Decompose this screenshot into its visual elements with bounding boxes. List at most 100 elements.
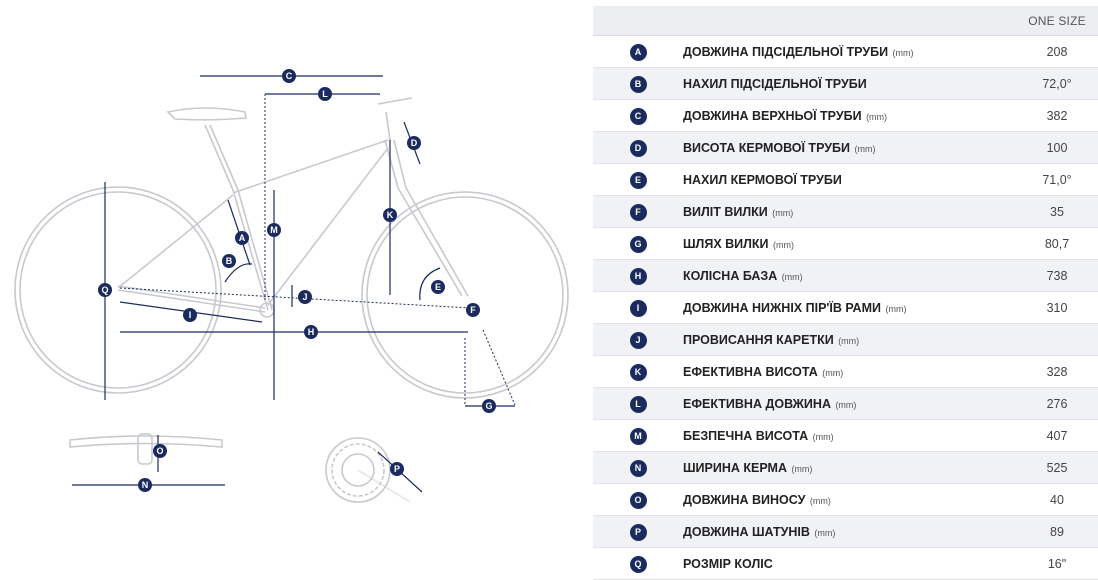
table-row: E НАХИЛ КЕРМОВОЇ ТРУБИ 71,0° [593, 163, 1098, 196]
svg-text:P: P [394, 464, 400, 474]
rear-wheel-rim [19, 191, 217, 389]
table-row: J ПРОВИСАННЯ КАРЕТКИ (mm) [593, 323, 1098, 356]
row-letter-badge: E [629, 172, 647, 189]
row-value: 310 [1046, 300, 1068, 315]
row-letter-badge: A [629, 44, 647, 61]
row-value: 328 [1046, 364, 1068, 379]
row-unit: (mm) [772, 239, 794, 250]
table-row: O ДОВЖИНА ВИНОСУ (mm) 40 [593, 483, 1098, 516]
row-unit: (mm) [812, 431, 834, 442]
row-value: 208 [1046, 44, 1068, 59]
row-unit: (mm) [854, 143, 876, 154]
row-value: 738 [1046, 268, 1068, 283]
badge-c: C [282, 69, 296, 83]
table-row: C ДОВЖИНА ВЕРХНЬОЇ ТРУБИ (mm) 382 [593, 99, 1098, 132]
svg-text:C: C [286, 71, 293, 81]
badge-p: P [390, 462, 404, 476]
saddle [166, 107, 247, 121]
row-value: 525 [1046, 460, 1068, 475]
table-row: F ВИЛІТ ВИЛКИ (mm) 35 [593, 195, 1098, 228]
row-value: 16" [1047, 556, 1067, 571]
row-letter-badge: P [629, 524, 647, 541]
size-column-header: ONE SIZE [1028, 13, 1086, 28]
badge-d: D [407, 136, 421, 150]
row-letter-badge: J [629, 332, 647, 349]
row-unit: (mm) [822, 367, 844, 378]
svg-text:O: O [156, 446, 163, 456]
svg-text:N: N [142, 480, 149, 490]
row-param-name: НАХИЛ КЕРМОВОЇ ТРУБИ [683, 172, 842, 187]
row-unit: (mm) [791, 463, 813, 474]
row-letter-badge: L [629, 396, 647, 413]
row-letter-badge: F [629, 204, 647, 221]
row-unit: (mm) [772, 207, 794, 218]
svg-text:G: G [485, 401, 492, 411]
table-row: L ЕФЕКТИВНА ДОВЖИНА (mm) 276 [593, 387, 1098, 420]
row-param-name: ШЛЯХ ВИЛКИ [683, 236, 769, 251]
row-param-name: КОЛІСНА БАЗА [683, 268, 778, 283]
row-value: 276 [1046, 396, 1068, 411]
badge-q: Q [98, 283, 112, 297]
row-param-name: ДОВЖИНА ПІДСІДЕЛЬНОЇ ТРУБИ [683, 44, 889, 59]
row-value: 100 [1046, 140, 1068, 155]
row-letter-badge: N [629, 460, 647, 477]
table-row: A ДОВЖИНА ПІДСІДЕЛЬНОЇ ТРУБИ (mm) 208 [593, 35, 1098, 68]
row-param-name: НАХИЛ ПІДСІДЕЛЬНОЇ ТРУБИ [683, 76, 867, 91]
table-row: H КОЛІСНА БАЗА (mm) 738 [593, 259, 1098, 292]
table-row: K ЕФЕКТИВНА ВИСОТА (mm) 328 [593, 355, 1098, 388]
badge-e: E [431, 280, 445, 294]
table-row: M БЕЗПЕЧНА ВИСОТА (mm) 407 [593, 419, 1098, 452]
row-param-name: ВИСОТА КЕРМОВОЇ ТРУБИ [683, 140, 850, 155]
badge-n: N [138, 478, 152, 492]
table-row: D ВИСОТА КЕРМОВОЇ ТРУБИ (mm) 100 [593, 131, 1098, 164]
svg-text:A: A [239, 233, 246, 243]
svg-text:H: H [308, 327, 315, 337]
bike-frame [117, 97, 469, 318]
row-param-name: ПРОВИСАННЯ КАРЕТКИ [683, 332, 834, 347]
row-unit: (mm) [814, 527, 836, 538]
dimension-lines [72, 75, 516, 493]
row-letter-badge: K [629, 364, 647, 381]
handlebar-detail [69, 433, 223, 465]
badge-i: I [183, 308, 197, 322]
row-letter-badge: D [629, 140, 647, 157]
table-row: B НАХИЛ ПІДСІДЕЛЬНОЇ ТРУБИ 72,0° [593, 67, 1098, 100]
row-param-name: БЕЗПЕЧНА ВИСОТА [683, 428, 809, 443]
row-letter-badge: Q [629, 556, 647, 573]
badge-k: K [383, 208, 397, 222]
row-unit: (mm) [835, 399, 857, 410]
row-unit: (mm) [838, 335, 860, 346]
row-value: 382 [1046, 108, 1068, 123]
svg-text:F: F [470, 305, 476, 315]
row-value: 40 [1050, 492, 1064, 507]
front-wheel-rim [366, 196, 564, 394]
row-value: 71,0° [1042, 172, 1072, 187]
row-param-name: ДОВЖИНА ШАТУНІВ [683, 524, 810, 539]
badge-l: L [318, 87, 332, 101]
row-param-name: ШИРИНА КЕРМА [683, 460, 787, 475]
row-unit: (mm) [781, 271, 803, 282]
svg-text:Q: Q [101, 285, 108, 295]
row-param-name: ЕФЕКТИВНА ВИСОТА [683, 364, 818, 379]
geometry-table: ONE SIZE A ДОВЖИНА ПІДСІДЕЛЬНОЇ ТРУБИ (m… [593, 6, 1098, 580]
svg-text:E: E [435, 282, 441, 292]
badge-j: J [298, 290, 312, 304]
geometry-diagram: A B C D E F G H I J K L M N O P Q [14, 69, 569, 503]
badge-f: F [466, 303, 480, 317]
row-letter-badge: O [629, 492, 647, 509]
row-param-name: ДОВЖИНА ВИНОСУ [683, 492, 806, 507]
row-value: 80,7 [1044, 236, 1070, 251]
row-param-name: ДОВЖИНА НИЖНІХ ПІР'ЇВ РАМИ [683, 300, 881, 315]
crankset-detail [325, 437, 411, 503]
badge-g: G [482, 399, 496, 413]
row-unit: (mm) [885, 303, 907, 314]
table-row: Q РОЗМІР КОЛІС 16" [593, 547, 1098, 580]
badge-h: H [304, 325, 318, 339]
row-letter-badge: B [629, 76, 647, 93]
badge-m: M [267, 223, 281, 237]
table-row: N ШИРИНА КЕРМА (mm) 525 [593, 451, 1098, 484]
table-row: P ДОВЖИНА ШАТУНІВ (mm) 89 [593, 515, 1098, 548]
table-row: G ШЛЯХ ВИЛКИ (mm) 80,7 [593, 227, 1098, 260]
table-row: I ДОВЖИНА НИЖНІХ ПІР'ЇВ РАМИ (mm) 310 [593, 291, 1098, 324]
row-letter-badge: C [629, 108, 647, 125]
